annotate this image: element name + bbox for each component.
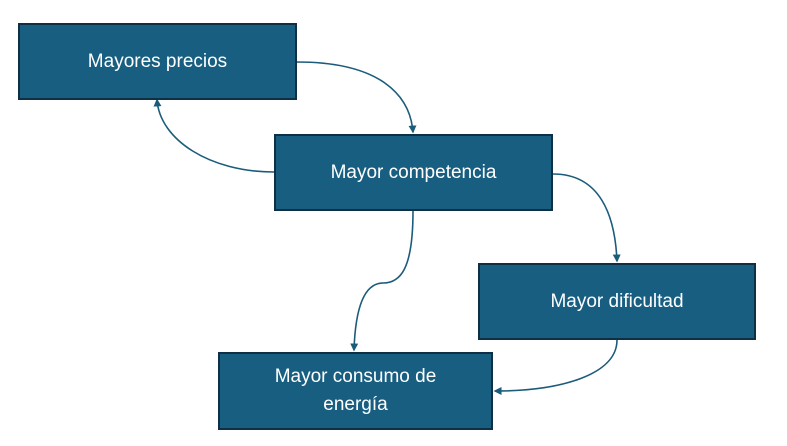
node-mayor-dificultad-label: Mayor dificultad (550, 290, 684, 312)
node-mayores-precios-label: Mayores precios (87, 50, 228, 72)
node-mayores-precios: Mayores precios (18, 23, 297, 100)
arrow-competencia-to-precios (153, 98, 275, 173)
node-mayor-consumo-de-energia: Mayor consumo de energía (218, 352, 493, 430)
arrow-competencia-to-consumo (350, 210, 414, 352)
node-mayor-consumo-de-energia-label: Mayor consumo de energía (274, 366, 437, 415)
node-mayor-competencia: Mayor competencia (274, 134, 553, 211)
arrow-dificultad-to-consumo (493, 339, 618, 395)
arrow-precios-to-competencia (296, 61, 417, 134)
node-mayor-competencia-label: Mayor competencia (330, 161, 497, 183)
node-mayor-dificultad: Mayor dificultad (478, 263, 756, 340)
arrow-competencia-to-dificultad (552, 173, 621, 263)
